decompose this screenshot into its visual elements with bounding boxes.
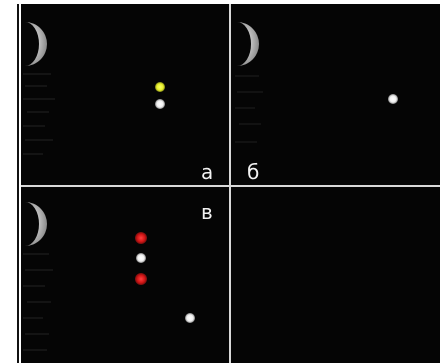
noise-streaks xyxy=(235,75,263,143)
panel-divider-vertical xyxy=(229,4,231,363)
yellow-star-marker xyxy=(155,82,165,92)
sky-image-grid: а xyxy=(21,4,440,363)
noise-streaks xyxy=(23,253,53,351)
panel-label-a: а xyxy=(201,160,214,184)
moon-icon xyxy=(25,22,47,66)
white-star xyxy=(155,99,165,109)
moon-icon xyxy=(25,202,47,246)
white-star xyxy=(136,253,146,263)
panel-divider-horizontal xyxy=(21,185,440,187)
white-star xyxy=(185,313,195,323)
figure-left-border xyxy=(17,4,19,363)
red-star-marker xyxy=(135,232,147,244)
red-star-marker xyxy=(135,273,147,285)
white-star xyxy=(388,94,398,104)
noise-streaks xyxy=(23,73,55,155)
panel-label-v: в xyxy=(201,200,213,224)
panel-label-b: б xyxy=(247,160,260,184)
moon-icon xyxy=(237,22,259,66)
